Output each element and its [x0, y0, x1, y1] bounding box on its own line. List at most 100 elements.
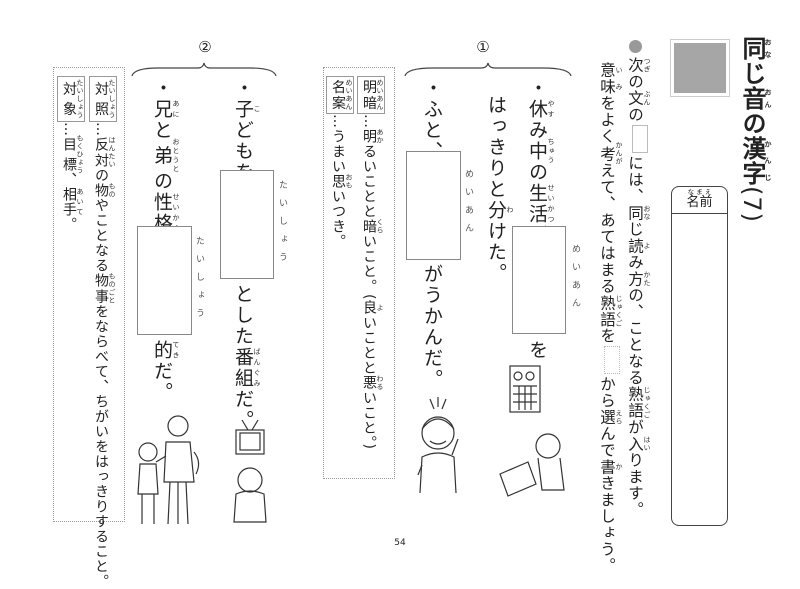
- answer-hint-1-2: めいあん: [463, 169, 473, 241]
- answer-box-2-1[interactable]: [220, 170, 274, 279]
- furigana: めいあん: [376, 79, 384, 111]
- furigana: せいかつ: [547, 183, 555, 225]
- word-meaning: …反対はんたいの物ものやことなる物事ものごとをならべて、ちがいをはっきりすること…: [93, 122, 116, 589]
- ruby-word: 対照たいしょう: [93, 79, 116, 119]
- answer-hint-2-2: たいしょう: [194, 236, 204, 326]
- word-box-1: [323, 67, 395, 479]
- word-meaning: …目標もくひょう、相手あいて。: [61, 122, 84, 232]
- text-segment: ・ふと、: [421, 78, 443, 162]
- furigana: かた: [643, 270, 651, 288]
- furigana: ぶん: [643, 90, 651, 107]
- ruby-word: 方かた: [626, 270, 651, 288]
- text-segment: の: [738, 111, 766, 136]
- furigana: かんが: [615, 141, 623, 166]
- text-segment: んで: [598, 425, 616, 459]
- furigana: こ: [253, 99, 261, 120]
- s2-sentence-1-part-b: とした番組ばんぐみだ。: [230, 284, 261, 431]
- furigana: あいて: [76, 187, 84, 217]
- s1-sentence-1-part-c: はっきりと分わけた。: [483, 95, 514, 284]
- furigana: あに: [172, 99, 180, 120]
- furigana: せいかく: [172, 192, 180, 234]
- furigana: もくひょう: [76, 134, 84, 175]
- ruby-word: 熟語じゅくご: [598, 294, 623, 328]
- ruby-word: 性格せいかく: [151, 192, 180, 234]
- answer-box-1-2[interactable]: [406, 151, 461, 260]
- word-2-1: 対照たいしょう …反対はんたいの物ものやことなる物事ものごとをならべて、ちがいをは…: [89, 76, 117, 589]
- word-term: 対照たいしょう: [89, 76, 117, 122]
- furigana: たいしょう: [76, 79, 84, 119]
- text-segment: の: [526, 162, 548, 183]
- ruby-word: 考かんが: [598, 141, 623, 166]
- section-1-brace: [404, 62, 572, 77]
- text-segment: ・: [232, 78, 254, 99]
- ruby-word: 明あか: [361, 128, 384, 145]
- s1-sentence-1-part-a: ・休やすみ中ちゅうの生活せいかつが: [524, 78, 555, 246]
- ruby-word: 生活せいかつ: [526, 183, 555, 225]
- text-segment: の: [626, 106, 644, 124]
- name-field[interactable]: 名前なまえ: [671, 186, 728, 526]
- text-segment: いことと: [361, 315, 377, 376]
- ruby-word: 音おん: [738, 86, 772, 111]
- furigana: ちゅう: [547, 138, 555, 165]
- text-segment: み: [526, 120, 548, 141]
- ruby-word: 相手あいて: [61, 187, 84, 217]
- text-segment: み: [626, 254, 644, 271]
- ruby-word: 物事ものごと: [93, 272, 116, 305]
- brothers-illustration: [137, 415, 200, 525]
- inline-blank-box: [603, 346, 620, 374]
- furigana: つぎ: [643, 57, 651, 74]
- furigana: じゅくご: [615, 294, 623, 328]
- furigana: わ: [506, 200, 514, 221]
- ruby-word: 文ぶん: [626, 90, 651, 107]
- ruby-word: 反対はんたい: [93, 136, 116, 169]
- furigana: えら: [615, 409, 623, 426]
- furigana: わる: [376, 374, 384, 391]
- word-2-2: 対象たいしょう …目標もくひょう、相手あいて。: [57, 76, 85, 232]
- furigana: おな: [643, 204, 651, 222]
- text-segment: には、: [626, 155, 644, 205]
- inline-blank-box: [631, 125, 648, 153]
- answer-box-2-2[interactable]: [137, 226, 192, 335]
- text-segment: やことなる: [93, 198, 109, 273]
- ruby-word: 同おな: [738, 36, 772, 61]
- furigana: てき: [172, 340, 180, 361]
- ruby-word: 中ちゅう: [526, 138, 555, 165]
- s1-sentence-2-part-a: ・ふと、: [419, 78, 445, 162]
- ruby-word: 入はい: [626, 435, 651, 453]
- ruby-word: 悪わる: [361, 374, 384, 391]
- section-2-brace: [131, 62, 277, 77]
- answer-hint-2-1: たいしょう: [277, 180, 287, 270]
- text-segment: の: [151, 171, 173, 192]
- furigana: はい: [643, 435, 651, 453]
- word-meaning: …うまい思おもいつき。: [330, 114, 353, 249]
- ruby-word: 明暗めいあん: [361, 79, 384, 111]
- name-label-text: 名前なまえ: [686, 188, 712, 213]
- worksheet-number: (7): [738, 186, 766, 223]
- furigana: いみ: [615, 62, 623, 95]
- text-segment: が: [626, 419, 644, 436]
- text-segment: の: [626, 73, 644, 91]
- calendar-boy-illustration: [499, 365, 565, 497]
- bullet-circle-icon: [629, 40, 642, 53]
- ruby-word: 対象たいしょう: [61, 79, 84, 119]
- text-segment: ります。: [626, 452, 644, 518]
- word-term: 明暗めいあん: [357, 76, 385, 114]
- text-segment: ・: [151, 78, 173, 99]
- child-watching-tv-illustration: [233, 419, 267, 523]
- text-segment: とした: [232, 284, 254, 347]
- text-segment: を: [598, 327, 616, 345]
- text-segment: じ: [626, 221, 644, 238]
- furigana: よ: [643, 237, 651, 255]
- text-segment: ・: [526, 78, 548, 99]
- answer-box-1-1[interactable]: [512, 226, 566, 334]
- instruction-line-1: 次つぎの文ぶんのには、同おなじ読よみ方かたの、ことなる熟語じゅくごが入はいります…: [624, 57, 651, 518]
- furigana: めいあん: [345, 79, 353, 111]
- text-segment: …: [361, 114, 377, 129]
- ruby-word: 名前なまえ: [686, 188, 713, 210]
- furigana: ものごと: [108, 272, 116, 305]
- ruby-word: 的てき: [151, 340, 180, 361]
- word-1-2: 名案めいあん…うまい思おもいつき。: [326, 76, 354, 249]
- girl-idea-illustration: [417, 397, 459, 494]
- s1-sentence-1-part-b: を: [524, 340, 550, 361]
- page-number: 54: [394, 538, 406, 548]
